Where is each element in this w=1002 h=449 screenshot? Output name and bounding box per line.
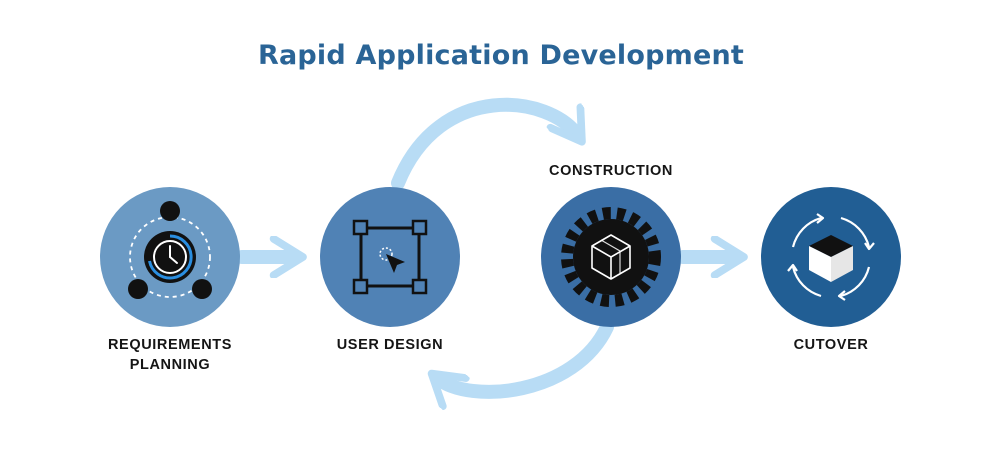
cycle-arrow-top [391, 97, 578, 190]
stage-requirements-planning [100, 187, 240, 327]
cycle-arrow-bottom [437, 320, 614, 392]
cursor-frame-icon [352, 219, 428, 295]
label-user-design: USER DESIGN [336, 337, 444, 353]
stage-user-design [320, 187, 460, 327]
stage-cutover [761, 187, 901, 327]
clock-network-icon [128, 201, 212, 299]
diagram-title: Rapid Application Development [257, 40, 745, 71]
cycle-cube-icon [787, 213, 875, 301]
gear-cube-icon [561, 207, 661, 307]
label-requirements-planning: REQUIREMENTS PLANNING [107, 337, 232, 373]
label-cutover: CUTOVER [793, 337, 869, 353]
label-construction: CONSTRUCTION [549, 163, 673, 179]
stage-construction [541, 187, 681, 327]
